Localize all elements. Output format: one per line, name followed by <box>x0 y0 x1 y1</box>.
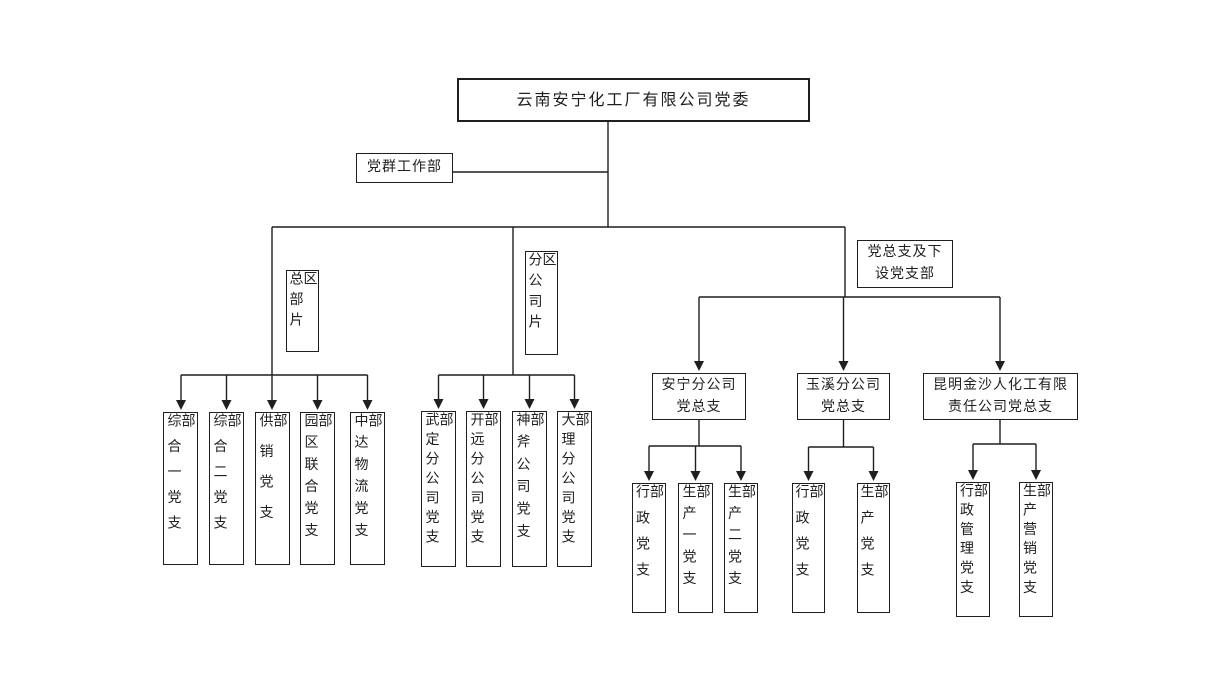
anning-child-unit-box: 生产一党支部 <box>678 483 713 613</box>
yuxi-child-unit-label: 生产党支部 <box>858 484 889 588</box>
yuxi-child-unit-box: 行政党支部 <box>792 483 825 613</box>
party-mass-dept-box: 党群工作部 <box>356 153 453 183</box>
hq-zone-label-box: 总部片区 <box>286 270 319 352</box>
general-branch-zone-label: 党总支及下 设党支部 <box>867 244 943 282</box>
hq-unit-box: 综合一党支部 <box>163 412 198 565</box>
yuxi-child-unit-label: 行政党支部 <box>793 484 824 588</box>
hq-unit-label: 综合一党支部 <box>165 413 196 541</box>
anning-child-unit-label: 生产二党支部 <box>726 484 756 593</box>
kunming-child-unit-box: 生产营销党支部 <box>1019 482 1053 617</box>
branch-unit-box: 神斧公司党支部 <box>512 411 547 567</box>
branch-unit-box: 武定分公司党支部 <box>421 411 456 567</box>
kunming-child-unit-label: 生产营销党支部 <box>1021 483 1051 599</box>
hq-zone-label: 总部片区 <box>287 271 318 333</box>
party-mass-dept-label: 党群工作部 <box>367 159 442 176</box>
anning-child-unit-box: 生产二党支部 <box>724 483 758 613</box>
anning-child-unit-box: 行政党支部 <box>632 483 666 613</box>
kunming-child-unit-box: 行政管理党支部 <box>956 482 990 617</box>
hq-unit-label: 综合二党支部 <box>211 413 242 541</box>
branch-unit-label: 神斧公司党支部 <box>514 412 545 546</box>
root-committee-box: 云南安宁化工厂有限公司党委 <box>457 78 810 122</box>
hq-unit-box: 园区联合党支部 <box>300 412 335 565</box>
anning-child-unit-label: 生产一党支部 <box>680 484 711 593</box>
root-committee-label: 云南安宁化工厂有限公司党委 <box>516 89 751 109</box>
branch-unit-box: 开远分公司党支部 <box>466 411 501 567</box>
anning-general-branch-label: 安宁分公司 党总支 <box>661 376 737 415</box>
anning-child-unit-label: 行政党支部 <box>634 484 664 588</box>
general-branch-zone-label-box: 党总支及下 设党支部 <box>857 240 953 288</box>
anning-general-branch-box: 安宁分公司 党总支 <box>652 373 746 420</box>
hq-unit-label: 供销党支部 <box>257 413 288 536</box>
kunming-child-unit-label: 行政管理党支部 <box>958 483 988 599</box>
yuxi-general-branch-label: 玉溪分公司 党总支 <box>806 376 881 415</box>
branch-unit-label: 大理分公司党支部 <box>559 412 590 549</box>
hq-unit-box: 供销党支部 <box>255 412 290 565</box>
branch-unit-label: 武定分公司党支部 <box>423 412 454 549</box>
kunming-general-branch-label: 昆明金沙人化工有限 责任公司党总支 <box>933 376 1068 415</box>
branch-zone-label: 分公司片区 <box>526 252 557 336</box>
hq-unit-box: 中达物流党支部 <box>350 412 385 565</box>
yuxi-child-unit-box: 生产党支部 <box>857 483 890 613</box>
hq-unit-label: 中达物流党支部 <box>352 413 383 545</box>
hq-unit-label: 园区联合党支部 <box>302 413 333 545</box>
branch-zone-label-box: 分公司片区 <box>525 251 558 355</box>
branch-unit-label: 开远分公司党支部 <box>468 412 499 549</box>
arrow-connectors <box>176 297 1041 481</box>
yuxi-general-branch-box: 玉溪分公司 党总支 <box>797 373 890 420</box>
kunming-general-branch-box: 昆明金沙人化工有限 责任公司党总支 <box>923 373 1078 420</box>
hq-unit-box: 综合二党支部 <box>209 412 244 565</box>
branch-unit-box: 大理分公司党支部 <box>557 411 592 567</box>
